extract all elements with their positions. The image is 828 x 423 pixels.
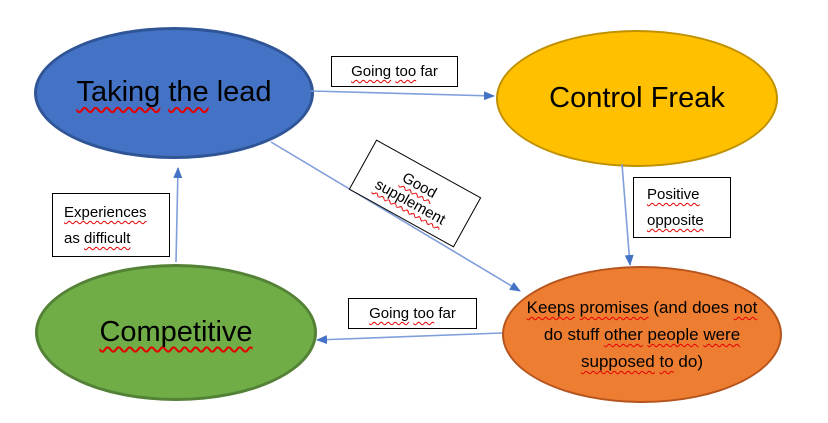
word: do): [678, 352, 703, 371]
misspelled-word: Going: [351, 63, 392, 80]
arrow-control-to-keeps: [621, 163, 634, 266]
text-line: Experiences: [64, 200, 169, 226]
text-line: supposed to do): [514, 348, 770, 375]
word: far: [438, 305, 456, 322]
word: Control: [549, 81, 643, 114]
edge-label-positive-opposite: Positive opposite: [633, 177, 731, 238]
text-line: Taking the lead: [37, 76, 311, 109]
misspelled-word: Taking: [76, 76, 161, 109]
text-line: Positive: [647, 182, 730, 208]
text-line: Competitive: [38, 316, 314, 349]
text-line: as difficult: [64, 226, 169, 252]
edge-label-going-too-far-bottom: Going too far: [348, 298, 477, 329]
misspelled-word: promises: [579, 298, 649, 317]
word: does: [692, 298, 729, 317]
node-control-freak: Control Freak: [496, 30, 778, 167]
misspelled-word: opposite: [647, 212, 704, 229]
misspelled-word: were: [703, 325, 741, 344]
misspelled-word: people: [647, 325, 699, 344]
word: (and: [653, 298, 688, 317]
text-line: opposite: [647, 208, 730, 234]
misspelled-word: difficult: [84, 230, 131, 247]
misspelled-word: the: [168, 76, 209, 109]
word: far: [420, 63, 438, 80]
misspelled-word: not: [733, 298, 758, 317]
misspelled-word: Experiences: [64, 204, 147, 221]
node-taking-the-lead: Taking the lead: [34, 27, 314, 159]
misspelled-word: Going: [369, 305, 410, 322]
misspelled-word: too: [395, 63, 417, 80]
arrow-competitive-to-taking: [173, 167, 183, 263]
word: stuff: [567, 325, 600, 344]
word: lead: [216, 76, 272, 109]
text-line: Going too far: [369, 305, 456, 322]
arrow-keeps-to-competitive: [316, 332, 503, 345]
misspelled-word: too: [413, 305, 435, 322]
word: as: [64, 230, 80, 247]
text-line: Keeps promises (and does not: [514, 294, 770, 321]
text-line: Control Freak: [498, 82, 776, 115]
node-competitive: Competitive: [35, 264, 317, 401]
node-taking-the-lead-label: Taking the lead: [37, 76, 311, 109]
word: Freak: [650, 81, 725, 114]
misspelled-word: Keeps: [526, 298, 575, 317]
misspelled-word: Competitive: [99, 315, 253, 348]
word: do: [543, 325, 563, 344]
misspelled-word: supposed: [581, 352, 655, 371]
misspelled-word: Positive: [647, 186, 700, 203]
misspelled-word: other: [604, 325, 643, 344]
misspelled-word: to: [659, 352, 674, 371]
node-control-freak-label: Control Freak: [498, 82, 776, 115]
arrow-taking-to-control: [310, 90, 495, 101]
node-competitive-label: Competitive: [38, 316, 314, 349]
text-line: Going too far: [351, 63, 438, 80]
edge-label-experiences-as-difficult: Experiences as difficult: [52, 193, 170, 257]
edge-label-going-too-far-top: Going too far: [331, 56, 458, 87]
text-line: do stuff other people were: [514, 321, 770, 348]
